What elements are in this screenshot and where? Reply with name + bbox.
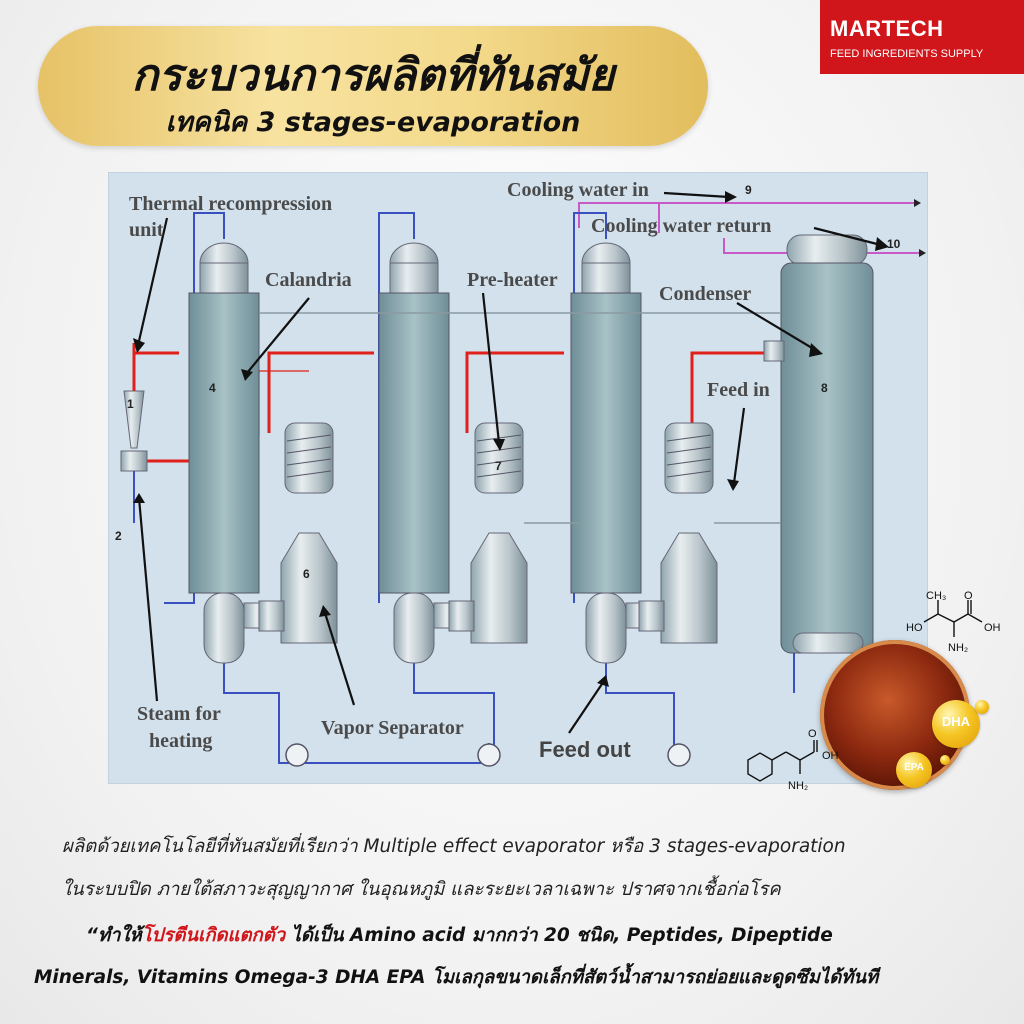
number-6: 6 [303, 567, 310, 581]
threonine-oh: OH [984, 622, 1001, 634]
evaporator-schematic [120, 191, 926, 767]
label-preheater: Pre-heater [467, 269, 558, 291]
small-bubble [975, 700, 989, 714]
grey-links [259, 312, 781, 524]
number-10: 10 [887, 237, 901, 251]
small-bubble [940, 755, 950, 765]
number-9: 9 [745, 183, 752, 197]
preheater-2 [474, 422, 524, 494]
evaporator-column-3 [570, 242, 662, 664]
label-calandria: Calandria [265, 269, 352, 291]
page-title: กระบวนการผลิตที่ทันสมัย [131, 50, 615, 101]
arrowheads [133, 191, 889, 687]
evaporator-diagram: Thermal recompression unit Calandria Pre… [108, 172, 928, 784]
label-condenser: Condenser [659, 283, 752, 305]
phenylalanine-nh2: NH₂ [788, 780, 809, 792]
label-steam-line2: heating [149, 730, 213, 752]
cooling-arrowheads [914, 199, 926, 257]
dha-bubble: DHA [932, 700, 980, 748]
body-line-3-highlight: โปรตีนเกิดแตกตัว [141, 925, 286, 946]
label-feed-out: Feed out [539, 737, 631, 762]
body-line-3-open: “ทำให้ [86, 925, 142, 946]
phenylalanine-molecule-icon [747, 740, 818, 782]
epa-bubble: EPA [896, 752, 932, 788]
preheater-3 [664, 422, 714, 494]
threonine-ho: HO [906, 622, 923, 634]
epa-label: EPA [904, 762, 924, 773]
threonine-o: O [964, 590, 973, 602]
vapor-separator-2 [448, 532, 528, 644]
body-line-2: ในระบบปิด ภายใต้สภาวะสุญญากาศ ในอุณหภูมิ… [62, 879, 781, 900]
body-line-1: ผลิตด้วยเทคโนโลยีที่ทันสมัยที่เรียกว่า M… [62, 836, 846, 857]
pumps [285, 743, 691, 767]
title-banner: กระบวนการผลิตที่ทันสมัย เทคนิค 3 stages-… [38, 26, 708, 146]
condenser-vessel [763, 234, 874, 654]
threonine-nh2: NH₂ [948, 642, 969, 654]
label-steam-line1: Steam for [137, 703, 221, 725]
body-line-3-rest: ได้เป็น Amino acid มากกว่า 20 ชนิด, Pept… [285, 925, 833, 946]
evaporator-column-2 [378, 242, 470, 664]
phenylalanine-o: O [808, 728, 817, 740]
brand-badge: MARTECH FEED INGREDIENTS SUPPLY [820, 0, 1024, 74]
label-feed-in: Feed in [707, 379, 770, 401]
thermal-recompression-unit [120, 353, 148, 523]
evaporator-column-1 [188, 242, 280, 664]
vapor-separator-3 [638, 532, 718, 644]
threonine-ch3: CH₃ [926, 590, 947, 602]
label-vapor-separator: Vapor Separator [321, 717, 464, 739]
number-4: 4 [209, 381, 216, 395]
number-7: 7 [495, 459, 502, 473]
threonine-molecule-icon [923, 600, 983, 637]
brand-name: MARTECH [830, 16, 944, 41]
label-cooling-return: Cooling water return [591, 215, 772, 237]
body-line-3: “ทำให้โปรตีนเกิดแตกตัว ได้เป็น Amino aci… [86, 921, 833, 950]
label-cooling-in: Cooling water in [507, 179, 649, 201]
page-subtitle: เทคนิค 3 stages-evaporation [165, 107, 581, 138]
body-line-4: Minerals, Vitamins Omega-3 DHA EPA โมเลก… [34, 967, 879, 988]
label-thermal-line2: unit [129, 219, 164, 241]
number-8: 8 [821, 381, 828, 395]
brand-tagline: FEED INGREDIENTS SUPPLY [830, 48, 984, 60]
annotation-arrows [137, 191, 882, 734]
number-1: 1 [127, 397, 134, 411]
preheater-1 [284, 422, 334, 494]
dha-label: DHA [941, 714, 971, 729]
label-thermal-line1: Thermal recompression [129, 193, 333, 215]
vapor-separator-1 [258, 532, 338, 644]
phenylalanine-oh: OH [822, 750, 839, 762]
number-2: 2 [115, 529, 122, 543]
